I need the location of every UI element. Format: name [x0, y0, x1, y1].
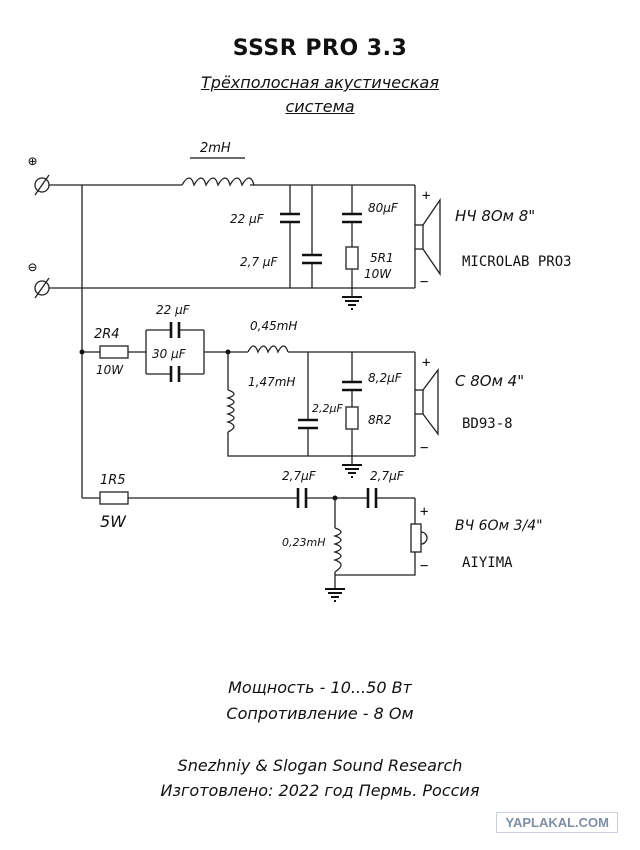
mf-parallel-caps-wiring	[128, 329, 248, 375]
mf-cap-top-label: 22 µF	[156, 303, 191, 317]
positive-terminal-label: ⊕	[28, 152, 37, 170]
hf-speaker-model: AIYIMA	[462, 555, 513, 571]
hf-section: 1R5 5W 2,7µF 2,7µF 0,23mH + − ВЧ 6Ом 3/4…	[99, 469, 543, 602]
mf-shunt-cap-label: 2,2µF	[312, 402, 343, 415]
diagram-title: SSSR PRO 3.3	[232, 36, 408, 61]
mf-junction-dot	[79, 349, 85, 355]
lf-speaker-icon	[414, 224, 424, 250]
positive-terminal-slash	[34, 174, 50, 196]
lf-ground-icon	[342, 296, 362, 310]
lf-inductor-label: 2mH	[200, 141, 231, 156]
hf-speaker-minus: −	[420, 558, 428, 574]
lf-cap1-label: 22 µF	[230, 212, 265, 226]
lf-cap3-label: 80µF	[368, 201, 399, 215]
lf-speaker-minus: −	[420, 274, 428, 290]
mf-shunt-inductor-label: 1,47mH	[248, 375, 295, 389]
lf-resistor-power: 10W	[364, 267, 392, 281]
diagram-subtitle-line1: Трёхполосная акустическая	[201, 73, 439, 92]
hf-inductor-icon	[332, 527, 342, 573]
hf-speaker-spec: ВЧ 6Ом 3/4"	[455, 518, 543, 534]
hf-cap1-label: 2,7µF	[282, 469, 317, 483]
mf-rc-resistor-label: 8R2	[368, 413, 392, 427]
lf-speaker-plus: +	[422, 188, 430, 204]
mf-section: 2R4 10W 22 µF 30 µF 0,45mH 1,47mH 2,2µF …	[79, 303, 524, 478]
credit-line: Snezhniy & Slogan Sound Research	[177, 756, 463, 775]
mf-shunt-inductor-icon	[225, 389, 235, 433]
power-spec: Мощность - 10...50 Вт	[228, 678, 412, 697]
hf-resistor-icon	[99, 491, 129, 505]
mf-cap-mid-label: 30 µF	[152, 347, 187, 361]
hf-cap2-label: 2,7µF	[370, 469, 405, 483]
positive-bus-wire	[49, 184, 415, 499]
negative-terminal-slash	[34, 277, 50, 299]
hf-resistor-label: 1R5	[100, 473, 126, 488]
lf-inductor-icon	[181, 177, 255, 187]
negative-terminal-label: ⊖	[28, 258, 37, 276]
mf-inductor-label: 0,45mH	[250, 319, 297, 333]
manufacture-line: Изготовлено: 2022 год Пермь. Россия	[160, 781, 480, 800]
site-watermark: YAPLAKAL.COM	[496, 812, 618, 833]
mf-resistor-power: 10W	[96, 363, 124, 377]
hf-speaker-dome	[420, 531, 428, 545]
hf-ground-icon	[325, 588, 345, 602]
mf-ground-icon	[342, 464, 362, 478]
hf-resistor-power: 5W	[100, 512, 127, 531]
mf-rc-resistor-icon	[345, 406, 359, 430]
hf-inductor-label: 0,23mH	[282, 536, 325, 549]
mf-resistor-icon	[99, 345, 129, 359]
diagram-subtitle-line2: система	[285, 97, 355, 116]
lf-section: 2mH 22 µF 2,7 µF 80µF 5R1 10W + − НЧ 8Ом…	[181, 141, 572, 310]
lf-speaker-model: MICROLAB PRO3	[462, 254, 572, 270]
mf-inductor-icon	[247, 345, 415, 354]
input-terminals: ⊕ ⊖	[28, 152, 50, 299]
mf-resistor-label: 2R4	[94, 327, 120, 342]
hf-speaker-plus: +	[420, 504, 428, 520]
mf-speaker-spec: С 8Ом 4"	[455, 372, 524, 390]
mf-rc-cap-label: 8,2µF	[368, 371, 403, 385]
mf-speaker-minus: −	[420, 440, 428, 456]
mf-speaker-plus: +	[422, 355, 430, 371]
mf-speaker-model: BD93-8	[462, 416, 513, 432]
lf-speaker-cone	[422, 197, 441, 277]
mf-speaker-icon	[414, 389, 424, 415]
hf-speaker-icon	[410, 523, 422, 553]
mf-shunt-wiring	[227, 352, 415, 457]
lf-resistor-icon	[345, 246, 359, 270]
mf-speaker-cone	[422, 368, 439, 436]
hf-return-wire	[335, 552, 416, 576]
lf-cap2-label: 2,7 µF	[240, 255, 279, 269]
lf-resistor-label: 5R1	[370, 251, 394, 265]
lf-speaker-spec: НЧ 8Ом 8"	[455, 207, 535, 225]
impedance-spec: Сопротивление - 8 Ом	[226, 704, 414, 723]
